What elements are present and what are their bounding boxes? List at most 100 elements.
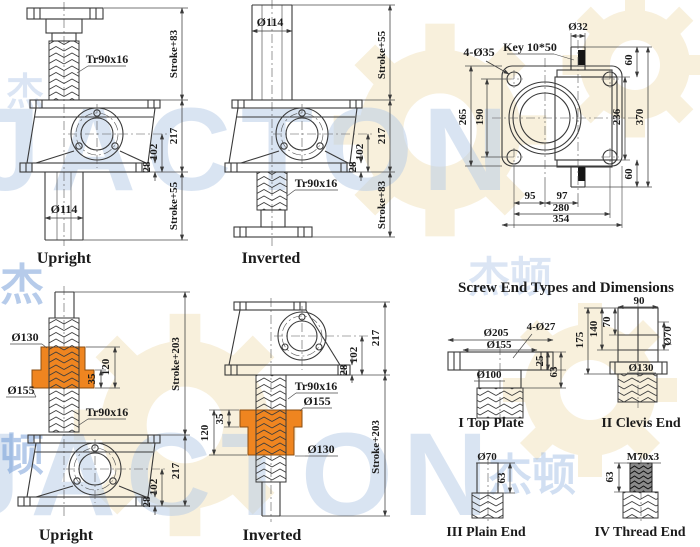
dim-dia114: Ø114 xyxy=(51,202,78,216)
worm-shaft xyxy=(570,46,586,188)
dim-140: 140 xyxy=(588,320,600,337)
dim-28: 28 xyxy=(141,496,153,508)
section-screw-end-types: Screw End Types and Dimensions Ø205 Ø155… xyxy=(446,280,685,540)
dim-70: 70 xyxy=(601,316,613,328)
dim-dia70: Ø70 xyxy=(477,451,497,463)
dim-265: 265 xyxy=(457,108,469,125)
dim-stroke-top: Stroke+55 xyxy=(376,30,388,79)
dim-354: 354 xyxy=(553,213,570,225)
cn-watermark: 杰 xyxy=(0,260,44,311)
dim-dia155: Ø155 xyxy=(7,383,34,397)
cn-watermark: 顿 xyxy=(0,430,44,481)
figure-caption-inverted: Inverted xyxy=(242,250,301,267)
protection-tube xyxy=(44,172,84,241)
dim-dia130: Ø130 xyxy=(11,330,38,344)
key-spec-label: Key 10*50 xyxy=(503,40,557,54)
protection-tube xyxy=(251,4,293,100)
dim-dia70: Ø70 xyxy=(662,326,674,346)
dim-dia155: Ø155 xyxy=(303,394,330,408)
dim-stroke-bottom: Stroke+83 xyxy=(376,180,388,229)
gearbox-housing xyxy=(17,434,167,507)
dim-35: 35 xyxy=(214,413,226,425)
dim-102: 102 xyxy=(348,346,360,363)
dim-102: 102 xyxy=(148,478,160,495)
dim-217: 217 xyxy=(168,127,180,144)
lifting-screw xyxy=(48,40,80,101)
dim-stroke: Stroke+203 xyxy=(170,337,182,391)
dim-bolt-holes: 4-Ø27 xyxy=(527,321,556,333)
cn-watermark: 杰 xyxy=(6,70,44,114)
screw-spec-label: Tr90x16 xyxy=(295,176,337,190)
dim-236: 236 xyxy=(611,108,623,125)
dim-102: 102 xyxy=(148,143,160,160)
dim-102: 102 xyxy=(354,143,366,160)
gearbox-housing xyxy=(224,301,370,376)
dim-175: 175 xyxy=(574,331,586,348)
section-title: Screw End Types and Dimensions xyxy=(458,280,674,296)
brand-watermark-top: JACTON xyxy=(0,84,518,216)
dim-28: 28 xyxy=(338,364,350,376)
dim-63: 63 xyxy=(604,471,616,483)
screw-end-top-plate: Ø205 Ø155 4-Ø27 25 63 Ø100 I Top Plate xyxy=(447,321,566,431)
screw-end-thread: M70x3 63 IV Thread End xyxy=(594,451,685,540)
screw-spec-label: Tr90x16 xyxy=(86,52,128,66)
screw-end-plain: Ø70 63 III Plain End xyxy=(446,451,526,540)
dim-dia130: Ø130 xyxy=(628,362,654,374)
top-plate xyxy=(26,7,104,20)
dim-63: 63 xyxy=(548,366,560,378)
screw-end-clevis: 90 70 140 175 Ø70 Ø130 II Clevis End xyxy=(574,295,681,431)
end-type-caption: II Clevis End xyxy=(601,416,681,431)
dim-120: 120 xyxy=(100,358,112,375)
shaft-key xyxy=(578,50,585,65)
dim-25: 25 xyxy=(534,355,546,367)
cn-watermark: 杰顿 xyxy=(468,253,552,302)
threaded-end xyxy=(629,462,653,493)
figure-inverted-jack: Ø114 Tr90x16 xyxy=(224,0,395,267)
dim-217: 217 xyxy=(370,329,382,346)
figure-upright-safety-nut: Ø130 Ø155 120 35 Tr90x16 xyxy=(6,286,190,544)
dim-28: 28 xyxy=(347,161,359,173)
dim-stroke: Stroke+203 xyxy=(370,420,382,474)
screw-spec-label: Tr90x16 xyxy=(86,405,128,419)
lifting-screw xyxy=(256,171,288,211)
gearbox-housing xyxy=(19,99,167,173)
figure-upright-jack: Stroke+83 217 Stroke+55 102 28 Ø114 Tr90… xyxy=(19,2,188,267)
screw-spec-label: Tr90x16 xyxy=(295,379,337,393)
dim-dia114: Ø114 xyxy=(257,15,284,29)
dim-217: 217 xyxy=(170,462,182,479)
dim-m70x3: M70x3 xyxy=(627,451,660,463)
dim-60-top: 60 xyxy=(623,54,635,66)
figure-caption-upright: Upright xyxy=(37,250,92,267)
dim-dia155: Ø155 xyxy=(486,339,512,351)
dim-190: 190 xyxy=(474,108,486,125)
dim-28: 28 xyxy=(141,161,153,173)
dim-60-bottom: 60 xyxy=(623,168,635,180)
end-type-caption: I Top Plate xyxy=(458,416,523,431)
lifting-screw xyxy=(48,317,80,433)
dim-90: 90 xyxy=(634,295,646,307)
dim-dia100: Ø100 xyxy=(476,369,502,381)
gearbox-housing xyxy=(224,99,373,173)
dim-stroke-bottom: Stroke+55 xyxy=(168,181,180,230)
end-type-caption: III Plain End xyxy=(446,525,526,540)
dim-370: 370 xyxy=(634,108,646,125)
figure-plan-view: Ø32 Key 10*50 4-Ø35 265 190 236 370 60 6… xyxy=(457,21,652,228)
dim-35: 35 xyxy=(86,373,98,385)
shaft-key xyxy=(578,167,585,181)
lifting-screw xyxy=(255,374,287,483)
dim-63: 63 xyxy=(496,472,508,484)
dim-dia205: Ø205 xyxy=(483,327,509,339)
mounting-flange xyxy=(501,65,623,167)
end-type-caption: IV Thread End xyxy=(594,525,685,540)
dim-97: 97 xyxy=(557,190,569,202)
bottom-plate xyxy=(233,226,313,238)
dim-stroke-top: Stroke+83 xyxy=(168,29,180,78)
figure-inverted-safety-nut: 217 Stroke+203 102 28 Tr90x16 Ø155 35 12… xyxy=(199,298,390,544)
dim-dia130: Ø130 xyxy=(307,442,334,456)
dim-95: 95 xyxy=(525,190,537,202)
figure-caption-upright: Upright xyxy=(39,527,94,544)
dim-280: 280 xyxy=(553,202,570,214)
